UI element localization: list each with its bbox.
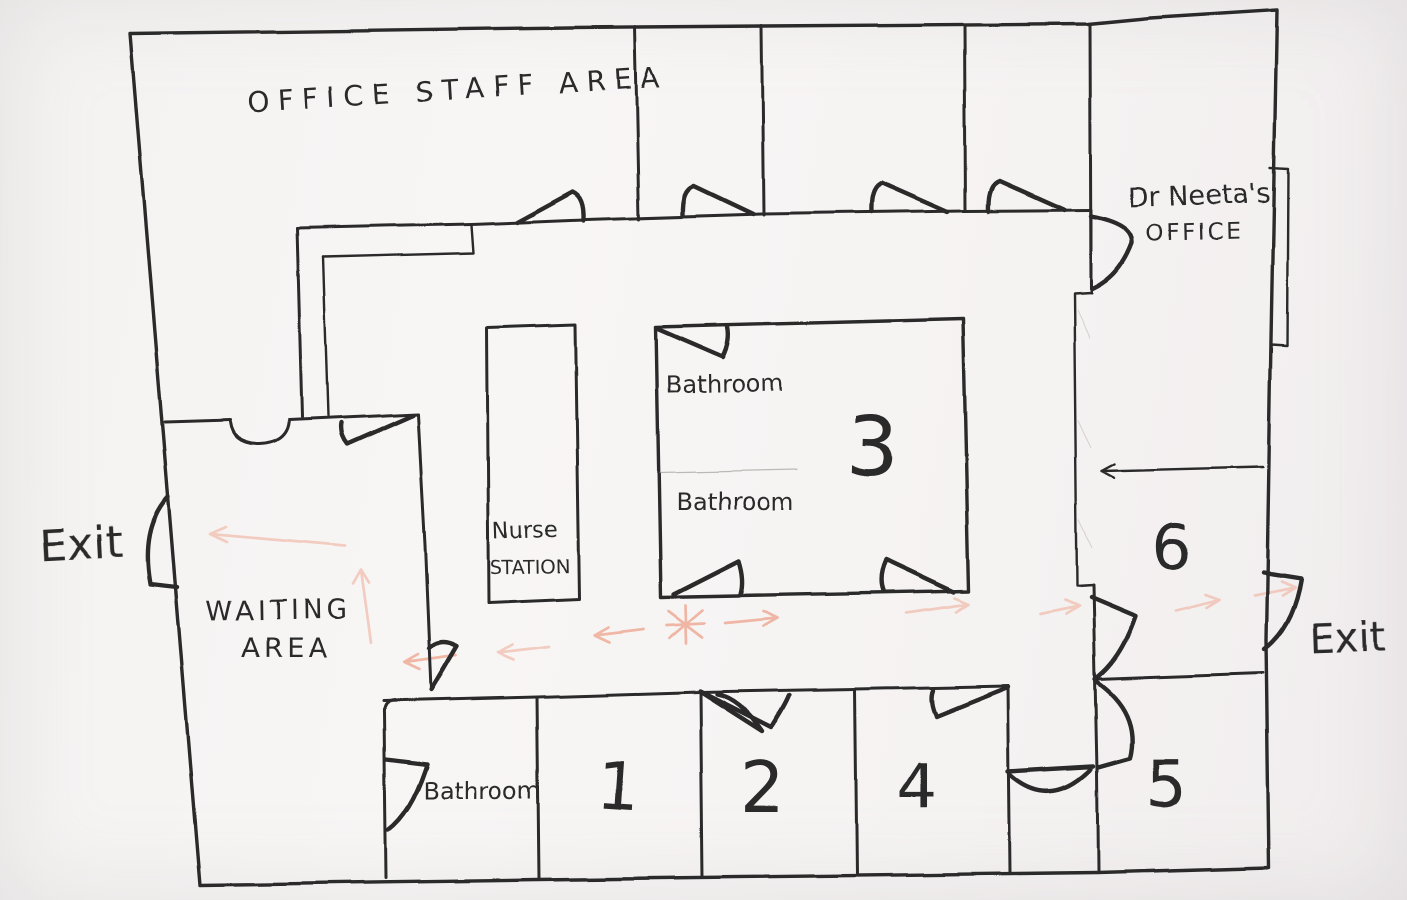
labels: OFFICE STAFF AREA Dr Neeta's OFFICE WAIT… xyxy=(38,60,1386,829)
room-1-number: 1 xyxy=(595,746,642,826)
flow-arrows xyxy=(208,525,1297,671)
rear-passage-door-arc xyxy=(1005,763,1096,794)
room1-west-partition xyxy=(535,695,541,881)
nurse-station-label-line2: STATION xyxy=(490,556,570,579)
staff-partition-2 xyxy=(760,24,766,217)
flow-arrow-left-2 xyxy=(497,643,551,662)
flow-arrow-right-3 xyxy=(1039,598,1081,616)
waiting-north-inner-wall xyxy=(321,223,476,259)
room-5-number: 5 xyxy=(1146,749,1187,823)
waiting-area-label-line2: AREA xyxy=(242,633,331,664)
nurse-station-label-line1: Nurse xyxy=(492,518,557,545)
bathroom-bottom-door-arc xyxy=(383,756,430,833)
exit-right-label: Exit xyxy=(1309,614,1386,663)
exit-left-label: Exit xyxy=(38,517,124,572)
east-corridor-wall-lower xyxy=(1091,583,1100,874)
staff-door-3-arc xyxy=(868,180,951,215)
waiting-west-double-wall xyxy=(295,226,304,419)
central-block-outline xyxy=(654,317,971,599)
waiting-west-inner-wall xyxy=(321,255,330,418)
bathroom-bottom-west-wall xyxy=(382,698,397,880)
flow-arrow-right-exit xyxy=(1252,579,1297,597)
dr-neeta-office-label-line2: OFFICE xyxy=(1145,218,1243,247)
room-3-number: 3 xyxy=(845,399,900,496)
room4-east-partition xyxy=(1006,684,1012,875)
bathroom-lower-label: Bathroom xyxy=(676,488,794,516)
exit-left-door-arc xyxy=(145,494,180,590)
waiting-corridor-door-arc xyxy=(426,639,460,693)
office-staff-area-label: OFFICE STAFF AREA xyxy=(246,60,669,119)
corridor-north-wall xyxy=(295,208,1092,230)
east-corridor-wall-cavity xyxy=(1072,291,1095,588)
room2-room4-partition xyxy=(853,687,859,878)
bottom-row-north-wall xyxy=(381,684,1010,703)
room-2-number: 2 xyxy=(740,747,785,829)
nurse-station-outline xyxy=(485,323,581,605)
corridor-east-door-lower-arc xyxy=(1093,678,1135,770)
bathroom-bottom-label: Bathroom xyxy=(423,777,541,805)
waiting-area-label-line1: WAITING xyxy=(206,594,352,628)
flow-arrow-left-waiting xyxy=(208,525,347,548)
room-6-number: 6 xyxy=(1152,511,1191,584)
waiting-reception-arch xyxy=(228,418,291,446)
flow-arrow-left-3 xyxy=(592,625,646,644)
room3-door-left-arc xyxy=(671,558,745,597)
room1-room2-partition xyxy=(698,690,704,880)
staff-door-1-arc xyxy=(514,189,586,225)
dr-neeta-window xyxy=(1268,166,1290,348)
corridor-east-door-upper-arc xyxy=(1088,594,1139,682)
staff-partition-3 xyxy=(963,23,968,213)
doors xyxy=(145,178,1304,833)
flow-arrow-right-4 xyxy=(1174,593,1221,613)
walls xyxy=(128,8,1290,887)
outer-wall xyxy=(128,8,1279,887)
flow-arrow-up-waiting xyxy=(351,568,373,645)
dr-neeta-office-label-line1: Dr Neeta's xyxy=(1127,178,1271,214)
room2-door-arc xyxy=(697,688,792,730)
exit-right-door-arc xyxy=(1260,569,1304,652)
room6-north-wall xyxy=(1100,462,1265,480)
bathroom-divider-line xyxy=(658,469,799,474)
room3-door-right-arc xyxy=(878,557,957,595)
bathroom-upper-label: Bathroom xyxy=(666,369,784,399)
waiting-east-wall xyxy=(416,412,433,692)
staff-partition-1 xyxy=(633,25,641,221)
room6-room5-divider xyxy=(1095,671,1265,681)
flow-star-marker xyxy=(665,603,707,645)
waiting-north-wall xyxy=(163,412,420,424)
wall-cavity-hatching xyxy=(1076,309,1093,549)
room-4-number: 4 xyxy=(897,749,936,822)
staff-door-2-arc xyxy=(680,183,756,218)
flow-arrow-right-1 xyxy=(723,609,779,628)
flow-arrow-right-2 xyxy=(904,596,971,615)
bathroom-upper-door-arc xyxy=(655,324,732,360)
staff-door-4-arc xyxy=(986,178,1068,214)
waiting-entry-door-arc xyxy=(338,412,416,447)
room4-door-arc xyxy=(929,684,1011,719)
dr-neeta-door-arc xyxy=(1088,213,1135,292)
